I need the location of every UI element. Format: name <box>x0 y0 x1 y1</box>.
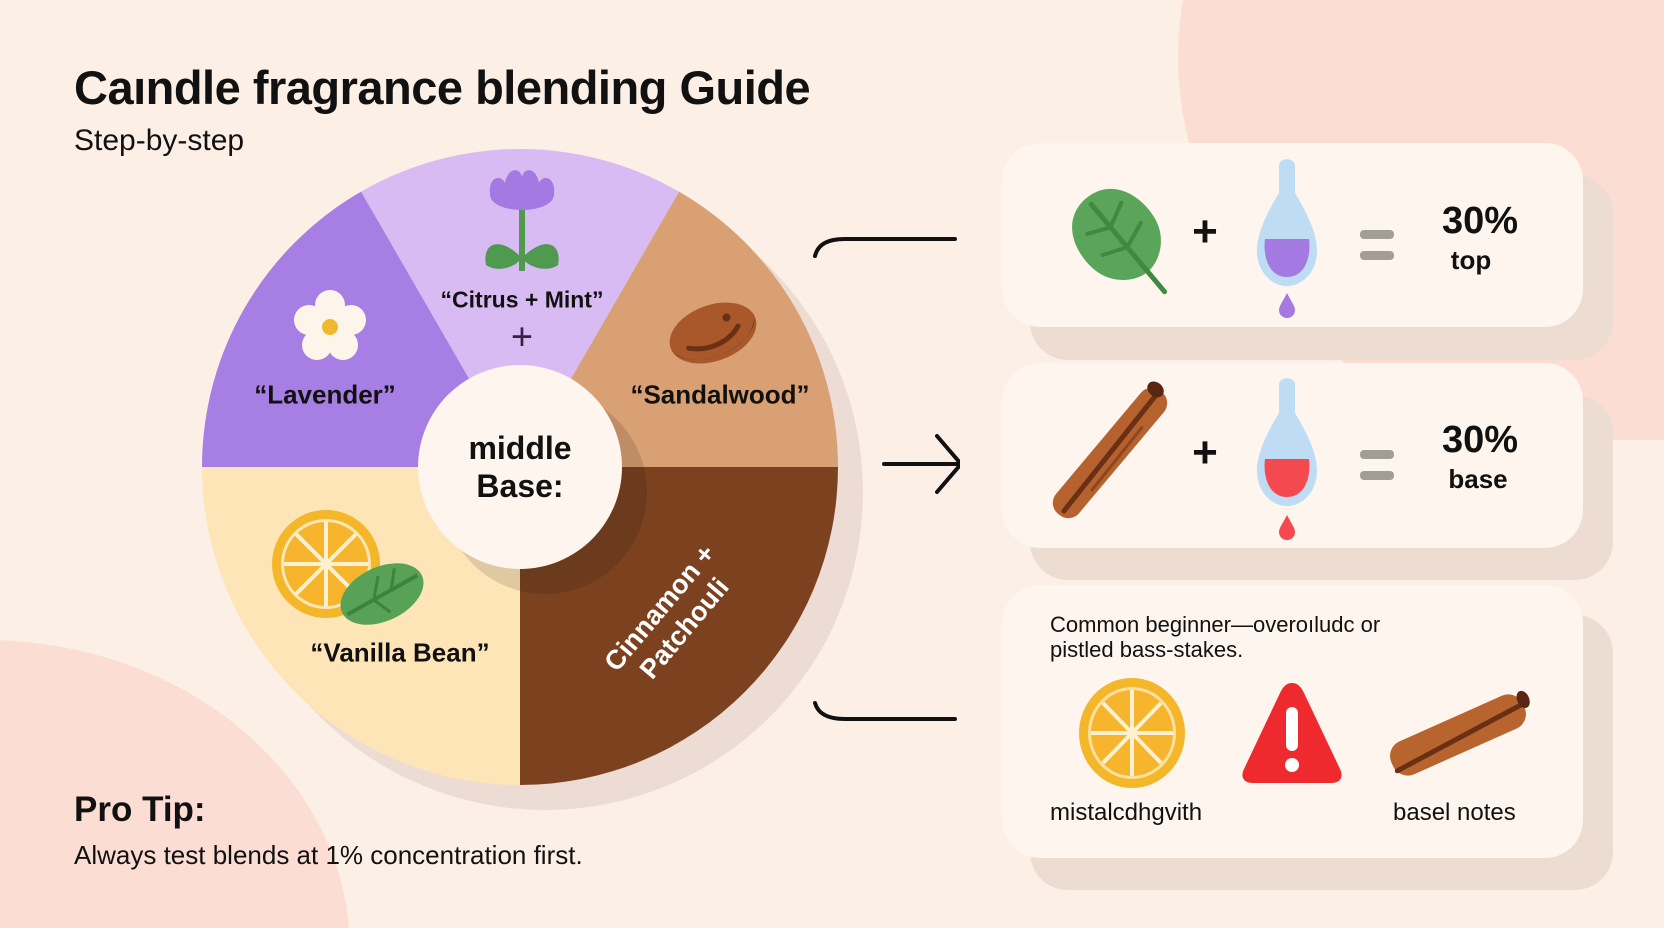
percent-value: 30% <box>1441 419 1519 461</box>
note-type: base <box>1448 464 1508 494</box>
arrow-right-icon <box>882 434 963 494</box>
warning-triangle-icon <box>1242 683 1342 783</box>
mistakes-description: Common beginner—overoıludc or pistled ba… <box>1050 612 1381 662</box>
icon-label-cinnamon: basel notes <box>1393 799 1516 826</box>
seed-nut-icon <box>669 302 757 364</box>
purple-dropper-icon <box>1257 159 1317 318</box>
card-top-note: + 30% top <box>1002 143 1583 327</box>
card-common-mistakes: Common beginner—overoıludc or pistled ba… <box>1002 585 1583 858</box>
leaf-icon <box>1072 188 1168 295</box>
wheel-graphic <box>201 148 963 810</box>
purple-tulip-icon <box>485 170 559 271</box>
segment-citrus-mint <box>361 148 679 467</box>
segment-cinnamon-patchouli <box>520 467 838 785</box>
fragrance-wheel: “Lavender” “Citrus + Mint” + “Sandalwood… <box>201 148 963 810</box>
label-lavender: “Lavender” <box>254 379 396 410</box>
red-dropper-icon <box>1257 378 1317 540</box>
plus-sign: + <box>510 316 534 359</box>
daisy-flower-icon <box>294 290 366 360</box>
icon-label-orange: mistalcdhgvith <box>1050 799 1203 826</box>
wheel-center-label: middle Base: <box>468 430 572 504</box>
plus-operator: + <box>1192 428 1218 477</box>
label-vanilla-bean: “Vanilla Bean” <box>310 637 490 668</box>
equals-icon <box>1360 230 1394 260</box>
page-subtitle: Step-by-step <box>74 124 245 157</box>
connector-top <box>813 237 957 258</box>
pro-tip-text: Always test blends at 1% concentration f… <box>74 840 583 870</box>
pro-tip-title: Pro Tip: <box>74 790 206 829</box>
page-title: Caındle fragrance blending Guide <box>74 61 811 114</box>
equals-icon <box>1360 450 1394 480</box>
connector-bottom <box>813 701 957 721</box>
percent-value: 30% <box>1441 200 1519 242</box>
orange-slice-icon <box>1079 678 1185 788</box>
label-sandalwood: “Sandalwood” <box>630 379 810 410</box>
cinnamon-stick-icon <box>1052 381 1168 519</box>
orange-slice-leaf-icon <box>272 510 424 625</box>
label-citrus-mint: “Citrus + Mint” <box>440 286 604 313</box>
cinnamon-stick-icon <box>1390 690 1530 776</box>
card-base-note: + 30% base <box>1002 363 1583 548</box>
note-type: top <box>1450 245 1492 275</box>
plus-operator: + <box>1192 207 1218 256</box>
